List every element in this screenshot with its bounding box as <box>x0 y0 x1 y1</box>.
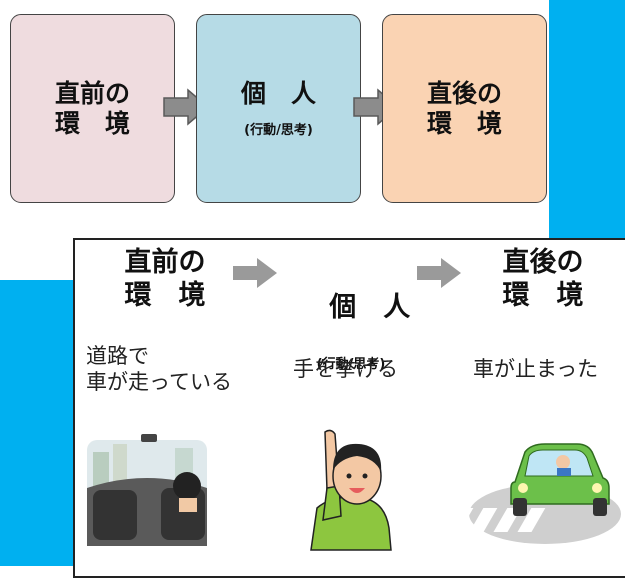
caption-before: 道路で 車が走っている <box>86 344 232 394</box>
box-after-title: 直後の 環 境 <box>426 78 502 138</box>
arrow-right-icon <box>417 258 461 288</box>
caption-after: 車が止まった <box>473 357 599 381</box>
panel-header-individual: 個 人 (行動/思考) <box>291 258 411 438</box>
car-interior-illustration <box>87 434 207 546</box>
box-before-environment: 直前の 環 境 <box>10 14 175 203</box>
caption-individual: 手を挙げる <box>293 357 398 381</box>
blue-accent-left <box>0 280 76 566</box>
blue-accent-right <box>549 0 625 240</box>
panel-header-individual-title: 個 人 <box>329 292 411 323</box>
car-at-crosswalk-illustration <box>465 443 621 544</box>
box-before-title: 直前の 環 境 <box>54 78 130 138</box>
panel-header-after: 直後の 環 境 <box>502 247 584 311</box>
box-after-environment: 直後の 環 境 <box>382 14 547 203</box>
example-panel: 直前の 環 境 個 人 (行動/思考) 直後の 環 境 道路で 車が走っている … <box>73 238 625 578</box>
box-individual: 個 人 (行動/思考) <box>196 14 361 203</box>
box-individual-subtitle: (行動/思考) <box>244 123 313 138</box>
box-individual-title: 個 人 <box>240 79 316 108</box>
panel-header-before: 直前の 環 境 <box>124 247 206 311</box>
panel-header-individual-subtitle: (行動/思考) <box>316 357 386 372</box>
person-raising-hand-illustration <box>310 429 392 551</box>
arrow-right-icon <box>233 258 277 288</box>
